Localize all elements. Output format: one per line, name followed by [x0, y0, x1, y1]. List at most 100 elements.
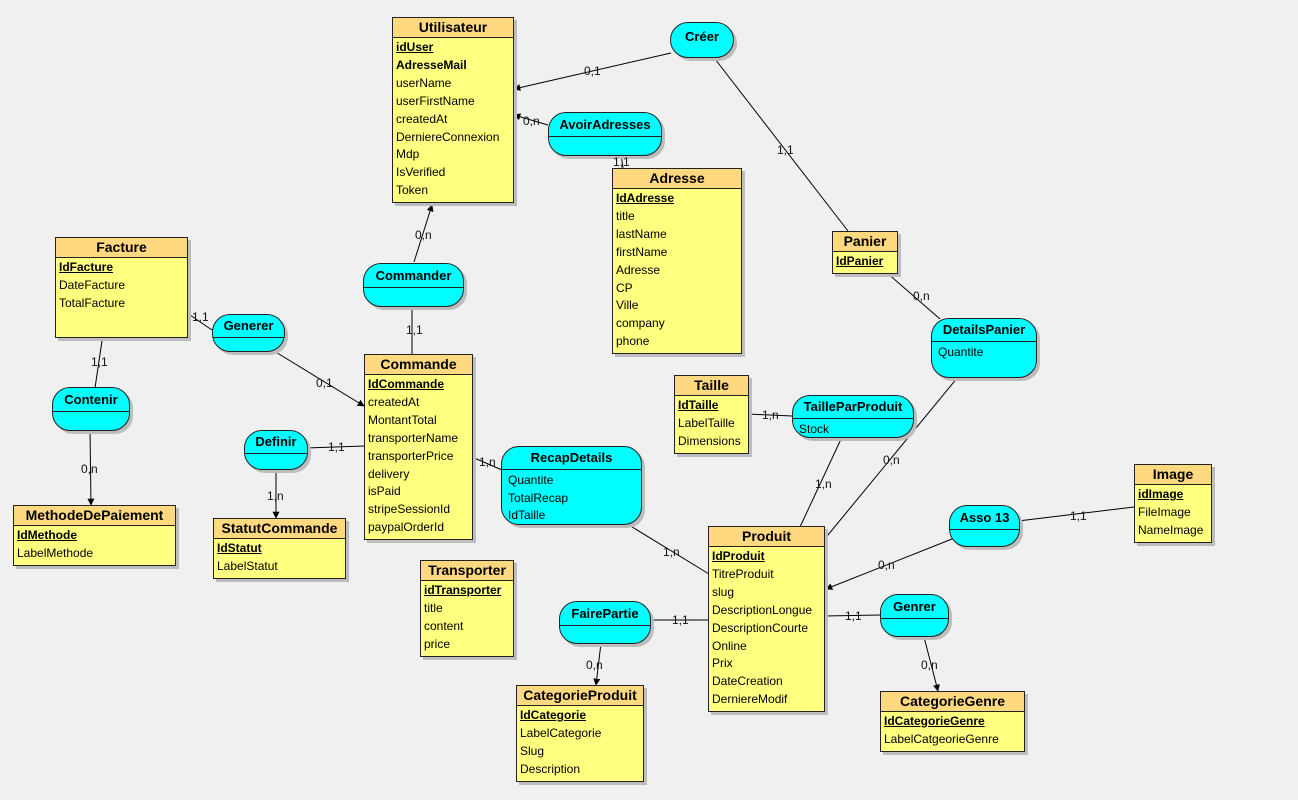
entity-attribute: NameImage	[1138, 522, 1204, 537]
association-commander[interactable]: Commander	[363, 263, 464, 307]
entity-title: Commande	[365, 355, 472, 375]
entity-title: StatutCommande	[214, 519, 345, 539]
association-title: Contenir	[53, 388, 129, 412]
link-generer-commande	[273, 350, 365, 407]
link-generer-facture	[186, 312, 213, 331]
entity-attribute: Token	[396, 183, 429, 198]
link-genrer-produit	[823, 614, 881, 617]
cardinality-label: 1,1	[777, 143, 794, 157]
entity-attribute: DateFacture	[59, 277, 126, 292]
entity-title: CategorieProduit	[517, 686, 643, 706]
primary-key-attribute: IdAdresse	[616, 191, 675, 205]
entity-title: Panier	[833, 232, 897, 252]
entity-attribute: firstName	[616, 244, 668, 259]
entity-panier[interactable]: Panier IdPanier	[832, 231, 898, 274]
entity-attribute: CP	[616, 280, 633, 295]
link-details-produit	[822, 376, 959, 542]
cardinality-label: 0,n	[523, 114, 540, 128]
association-taille-par-produit[interactable]: TailleParProduit Stock	[792, 395, 914, 438]
primary-key-attribute: IdStatut	[217, 541, 262, 555]
entity-attribute: phone	[616, 334, 650, 349]
cardinality-label: 1,1	[192, 310, 209, 324]
entity-attribute: LabelStatut	[217, 558, 278, 573]
entity-attribute: DerniereConnexion	[396, 129, 500, 144]
link-faire-categorie	[593, 642, 602, 686]
association-avoir-adresses[interactable]: AvoirAdresses	[548, 112, 662, 156]
association-faire-partie[interactable]: FairePartie	[559, 601, 651, 644]
entity-attribute: Dimensions	[678, 433, 741, 448]
entity-attribute: Mdp	[396, 147, 420, 162]
entity-attribute: LabelCategorie	[520, 725, 602, 740]
association-creer[interactable]: Créer	[670, 22, 734, 58]
association-title: TailleParProduit	[793, 396, 913, 419]
entity-attribute: LabelTaille	[678, 415, 735, 430]
primary-key-attribute: idTransporter	[424, 583, 502, 597]
primary-key-attribute: IdProduit	[712, 549, 765, 563]
cardinality-label: 0,n	[586, 658, 603, 672]
link-taille-taille	[746, 413, 793, 417]
entity-attribute: LabelMethode	[17, 545, 94, 560]
link-recap-produit	[623, 521, 710, 575]
association-genrer[interactable]: Genrer	[880, 594, 949, 637]
entity-attribute: Adresse	[616, 262, 661, 277]
entity-title: Taille	[675, 376, 748, 396]
entity-attribute: LabelCatgeorieGenre	[884, 731, 999, 746]
entity-attribute: Ville	[616, 298, 639, 313]
cardinality-label: 1,n	[479, 455, 496, 469]
link-details-panier	[885, 271, 941, 320]
cardinality-label: 1,1	[672, 613, 689, 627]
association-title: FairePartie	[560, 602, 650, 626]
entity-attribute: MontantTotal	[368, 412, 437, 427]
entity-attribute: Prix	[712, 656, 733, 671]
entity-attribute: Slug	[520, 743, 545, 758]
entity-attribute: delivery	[368, 466, 410, 481]
association-generer[interactable]: Generer	[212, 314, 285, 352]
primary-key-attribute: IdCategorieGenre	[884, 714, 985, 728]
link-avoir-utilisateur	[513, 113, 549, 126]
cardinality-label: 1,1	[613, 155, 630, 169]
entity-title: CategorieGenre	[881, 692, 1024, 712]
entity-attribute: DateCreation	[712, 674, 783, 689]
association-attribute: TotalRecap	[508, 490, 569, 505]
association-definir[interactable]: Definir	[244, 430, 308, 470]
entity-attribute: stripeSessionId	[368, 502, 451, 517]
link-contenir-methode	[87, 429, 95, 506]
association-asso-13[interactable]: Asso 13	[949, 505, 1020, 547]
entity-title: MethodeDePaiement	[14, 506, 175, 526]
entity-attribute: company	[616, 316, 665, 331]
association-contenir[interactable]: Contenir	[52, 387, 130, 431]
link-recap-commande	[471, 456, 503, 471]
primary-key-attribute: IdFacture	[59, 260, 114, 274]
association-title: Genrer	[881, 595, 948, 619]
entity-attribute: FileImage	[1138, 504, 1191, 519]
entity-attribute: userFirstName	[396, 93, 475, 108]
primary-key-attribute: idImage	[1138, 487, 1184, 501]
primary-key-attribute: idUser	[396, 40, 434, 54]
cardinality-label: 0,1	[584, 64, 601, 78]
association-details-panier[interactable]: DetailsPanier Quantite	[931, 318, 1037, 378]
association-title: RecapDetails	[502, 447, 641, 470]
entity-attribute: createdAt	[396, 111, 448, 126]
entity-attribute: lastName	[616, 226, 667, 241]
cardinality-label: 1,1	[845, 609, 862, 623]
